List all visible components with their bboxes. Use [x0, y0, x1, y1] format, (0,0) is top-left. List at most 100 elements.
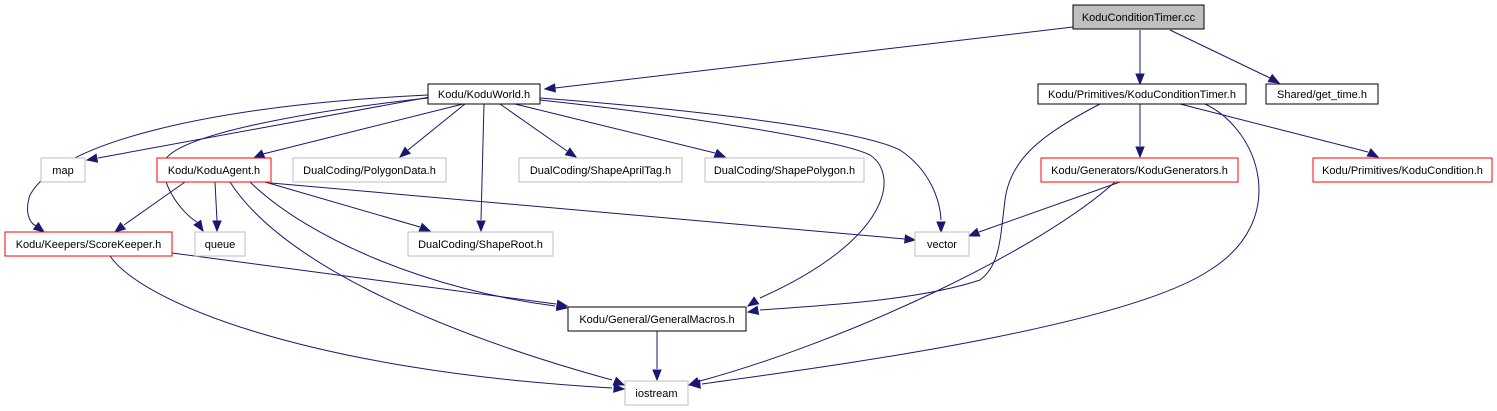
edge-line [264, 181, 421, 228]
node-label: DualCoding/ShapeAprilTag.h [530, 165, 671, 177]
node-world[interactable]: Kodu/KoduWorld.h [427, 83, 541, 105]
node-label: iostream [635, 388, 677, 400]
node-april: DualCoding/ShapeAprilTag.h [518, 157, 683, 183]
edge-world-to-queue [163, 97, 429, 233]
node-sroot: DualCoding/ShapeRoot.h [407, 231, 554, 257]
node-label: Kodu/KoduAgent.h [168, 165, 260, 177]
edge-arrowhead [32, 221, 46, 233]
node-box [704, 157, 865, 183]
edge-line [701, 103, 1260, 385]
edge-arrowhead [212, 220, 222, 233]
node-pct[interactable]: Kodu/Primitives/KoduConditionTimer.h [1037, 83, 1247, 105]
edge-pct-to-cond [1179, 103, 1380, 158]
edge-line [249, 181, 556, 307]
node-box [407, 231, 554, 257]
edge-line [407, 103, 466, 151]
edge-arrowhead [746, 305, 760, 315]
node-label: Kodu/General/GeneralMacros.h [579, 314, 734, 326]
edge-line [262, 103, 464, 155]
node-label: Kodu/Generators/KoduGenerators.h [1051, 165, 1228, 177]
edge-pct-to-gens [1135, 104, 1145, 159]
node-score[interactable]: Kodu/Keepers/ScoreKeeper.h [4, 231, 173, 257]
edge-root-to-pct [1135, 30, 1145, 86]
edge-arrowhead [613, 383, 626, 393]
node-box [624, 380, 689, 406]
edge-world-to-macros [539, 99, 885, 307]
edge-arrowhead [398, 146, 412, 158]
edge-score-to-iostream [109, 255, 626, 393]
node-box [4, 231, 173, 257]
node-vector: vector [914, 231, 970, 257]
edge-arrowhead [746, 296, 760, 307]
edge-agent-to-sroot [264, 181, 432, 232]
edge-arrowhead [1267, 73, 1281, 84]
node-label: vector [927, 239, 957, 251]
node-gens[interactable]: Kodu/Generators/KoduGenerators.h [1040, 157, 1239, 183]
edge-line [499, 103, 568, 152]
node-spoly: DualCoding/ShapePolygon.h [704, 157, 865, 183]
node-box [1265, 83, 1379, 105]
edge-line [27, 94, 429, 227]
node-agent[interactable]: Kodu/KoduAgent.h [156, 157, 272, 183]
edge-gens-to-iostream [687, 181, 1116, 386]
edge-line [759, 103, 1101, 311]
edge-arrowhead [612, 376, 626, 386]
edge-arrowhead [936, 221, 946, 234]
edge-score-to-macros [171, 252, 569, 309]
edge-arrowhead [555, 299, 569, 309]
edge-world-to-spoly [514, 103, 727, 158]
edge-line [480, 103, 485, 221]
edge-arrowhead [904, 234, 917, 244]
edge-pct-to-iostream [688, 103, 1260, 389]
edge-arrowhead [1135, 146, 1145, 159]
edge-arrowhead [652, 369, 662, 382]
edge-gens-to-vector [967, 181, 1121, 237]
edges-layer [27, 26, 1380, 393]
edge-world-to-sroot [476, 103, 486, 233]
edge-line [554, 26, 1074, 89]
node-box [156, 157, 272, 183]
node-box [518, 157, 683, 183]
edge-line [1179, 103, 1369, 153]
edge-arrowhead [687, 376, 701, 386]
edge-agent-to-queue [212, 181, 222, 233]
node-label: KoduConditionTimer.cc [1082, 12, 1196, 24]
node-box [427, 83, 541, 105]
node-cond[interactable]: Kodu/Primitives/KoduCondition.h [1312, 157, 1493, 183]
node-iostream: iostream [624, 380, 689, 406]
edge-root-to-world [543, 26, 1074, 93]
edge-arrowhead [564, 147, 578, 158]
edge-arrowhead [476, 220, 486, 233]
node-label: queue [205, 239, 236, 251]
node-root[interactable]: KoduConditionTimer.cc [1072, 4, 1205, 30]
edge-arrowhead [252, 149, 266, 159]
node-label: Shared/get_time.h [1277, 89, 1367, 101]
edge-line [270, 182, 906, 240]
edge-line [539, 99, 885, 299]
node-box [1040, 157, 1239, 183]
node-label: Kodu/Primitives/KoduConditionTimer.h [1048, 89, 1236, 101]
node-label: DualCoding/ShapeRoot.h [418, 239, 543, 251]
edge-world-to-polydata [398, 103, 466, 158]
edge-agent-to-vector [270, 182, 917, 244]
edge-macros-to-iostream [652, 331, 662, 382]
edge-line [163, 97, 429, 223]
node-box [1072, 4, 1205, 30]
edge-arrowhead [967, 227, 981, 237]
edge-line [171, 252, 557, 305]
node-box [194, 231, 246, 257]
edge-arrowhead [113, 221, 127, 233]
edge-arrowhead [713, 148, 727, 158]
node-gettime[interactable]: Shared/get_time.h [1265, 83, 1379, 105]
node-label: Kodu/KoduWorld.h [438, 89, 530, 101]
node-macros[interactable]: Kodu/General/GeneralMacros.h [567, 306, 747, 332]
edge-agent-to-score [113, 181, 186, 233]
node-queue: queue [194, 231, 246, 257]
edge-line [123, 181, 186, 226]
edge-pct-to-macros [746, 103, 1101, 315]
node-label: DualCoding/ShapePolygon.h [714, 165, 855, 177]
node-label: Kodu/Keepers/ScoreKeeper.h [16, 239, 162, 251]
edge-agent-to-iostream [229, 181, 626, 386]
